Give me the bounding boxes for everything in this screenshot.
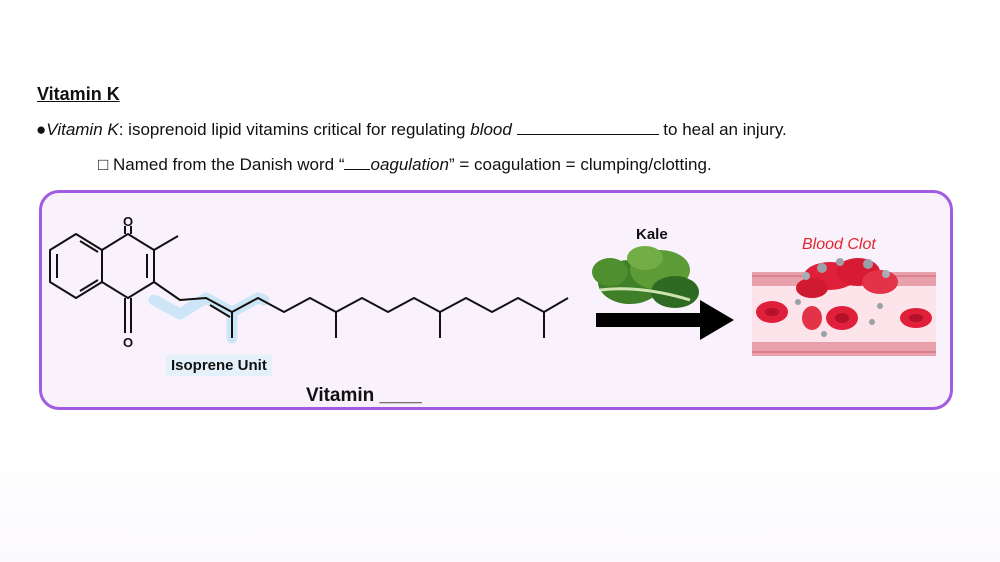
italic-oagulation: oagulation	[370, 155, 449, 174]
vitamin-fill-label: Vitamin ____	[306, 385, 422, 406]
vitamin-k-structure	[49, 226, 569, 338]
page-title: Vitamin K	[37, 84, 120, 104]
letter-blank	[344, 155, 371, 170]
kale-label: Kale	[636, 226, 668, 243]
blood-clot-image	[752, 258, 936, 356]
isoprene-unit-label: Isoprene Unit	[166, 355, 272, 376]
oxygen-bottom-label: O	[123, 335, 133, 350]
sub-bullet-etymology: □ Named from the Danish word “ oagulation…	[98, 155, 712, 175]
kale-image	[592, 246, 699, 308]
background-fade	[0, 440, 1000, 562]
fill-in-blank	[516, 120, 659, 135]
etymology-text: Named from the Danish word “	[108, 155, 345, 174]
etymology-tail: ” = coagulation = clumping/clotting.	[448, 155, 712, 174]
checkbox-marker: □	[98, 155, 109, 174]
term-vitamin-k: Vitamin K	[46, 120, 119, 139]
definition-text: : isoprenoid lipid vitamins critical for…	[118, 120, 471, 139]
oxygen-top-label: O	[123, 214, 133, 229]
bullet-marker: ●	[36, 120, 47, 139]
arrow-icon	[596, 300, 734, 340]
definition-tail: to heal an injury.	[658, 120, 787, 139]
blood-clot-label: Blood Clot	[802, 236, 876, 253]
italic-blood: blood	[470, 120, 512, 139]
bullet-definition: ●Vitamin K: isoprenoid lipid vitamins cr…	[36, 120, 787, 140]
